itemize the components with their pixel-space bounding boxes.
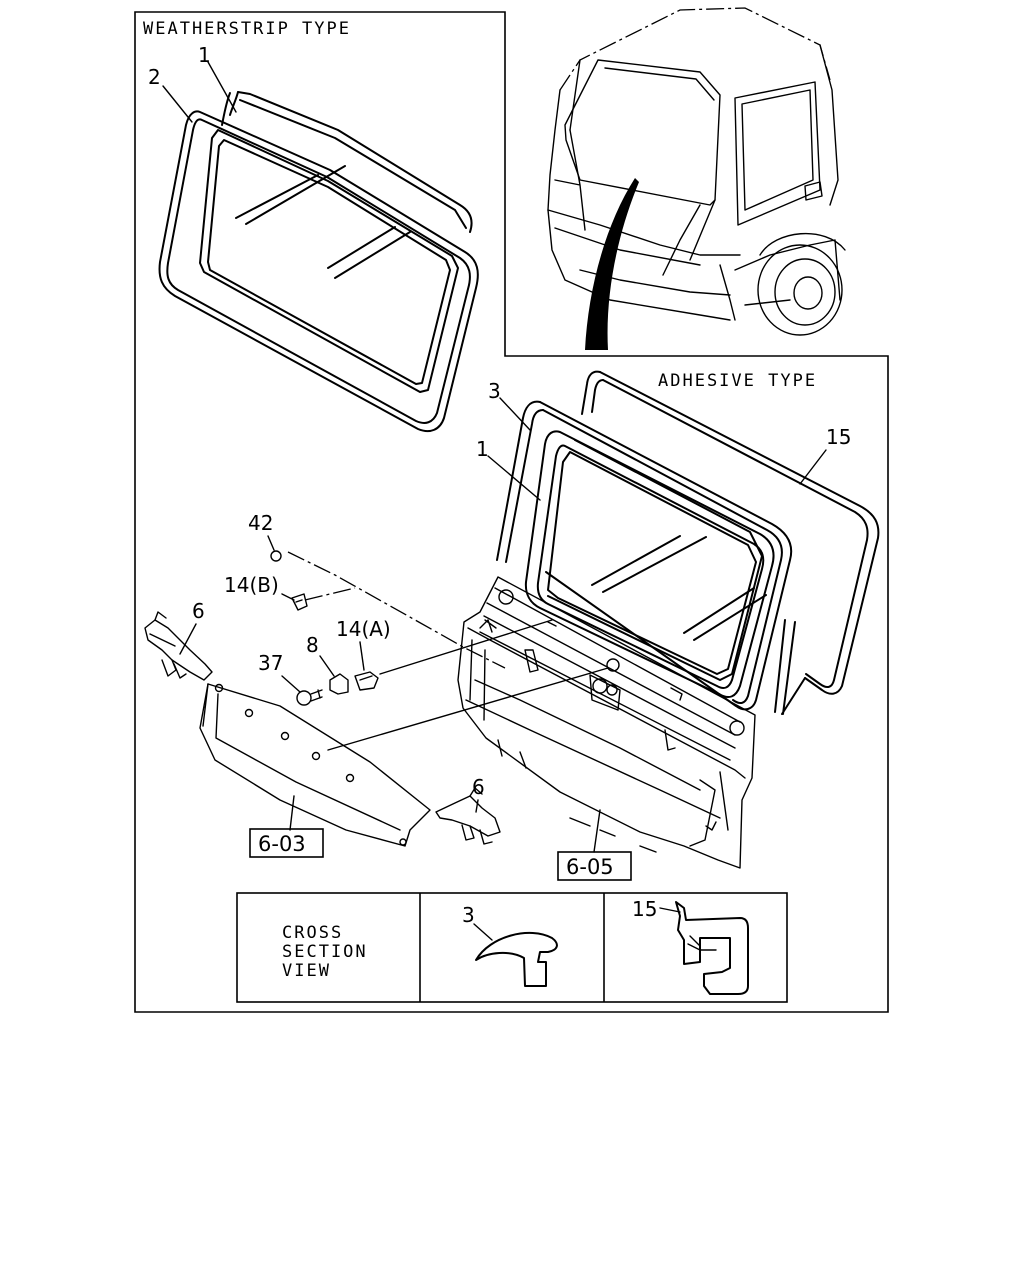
figure-border — [134, 11, 889, 1013]
bracket-6-left — [144, 611, 213, 681]
molding-profile-3 — [475, 931, 558, 987]
dam-profile-15 — [675, 901, 749, 995]
callout-1-weatherstrip: 1 — [198, 43, 211, 67]
callout-14b: 14(B) — [224, 573, 279, 597]
cross-section-line1: CROSS — [282, 923, 343, 943]
callout-14a: 14(A) — [336, 617, 391, 641]
cowl-cover-6-03 — [199, 683, 431, 847]
location-pointer — [585, 178, 639, 350]
callout-2: 2 — [148, 65, 161, 89]
callout-42: 42 — [248, 511, 273, 535]
adhesive-glass-1 — [524, 430, 775, 699]
weatherstrip-type-title: WEATHERSTRIP TYPE — [143, 19, 351, 39]
cross-section-table — [236, 892, 788, 1003]
clip-14a — [354, 671, 379, 691]
bracket-6-bottom — [435, 787, 501, 845]
ref-box-6-05[interactable] — [557, 851, 632, 881]
truck-cab-illustration — [547, 7, 846, 350]
clip-8 — [329, 673, 349, 695]
cross-section-line2: SECTION — [282, 942, 368, 962]
cross-section-callout-15: 15 — [632, 897, 657, 921]
cross-section-line3: VIEW — [282, 961, 331, 981]
callout-6-left: 6 — [192, 599, 205, 623]
fastener-14b — [291, 593, 308, 611]
ref-6-05[interactable]: 6-05 — [566, 855, 614, 879]
callout-3: 3 — [488, 379, 501, 403]
cross-section-callout-3: 3 — [462, 903, 475, 927]
callout-6-bottom: 6 — [472, 775, 485, 799]
cowl-panel-6-05 — [457, 576, 756, 869]
callout-15: 15 — [826, 425, 851, 449]
callout-8: 8 — [306, 633, 319, 657]
callout-1-adhesive: 1 — [476, 437, 489, 461]
adhesive-type-title: ADHESIVE TYPE — [658, 371, 817, 391]
ref-box-6-03[interactable] — [249, 828, 324, 858]
adhesive-dam-15 — [581, 370, 880, 695]
callout-37: 37 — [258, 651, 283, 675]
molding-3 — [496, 400, 806, 715]
fastener-42 — [270, 550, 282, 562]
ref-6-03[interactable]: 6-03 — [258, 832, 306, 856]
weatherstrip-seal — [158, 110, 479, 433]
weatherstrip-glass — [221, 91, 473, 233]
screw-37 — [296, 689, 323, 706]
